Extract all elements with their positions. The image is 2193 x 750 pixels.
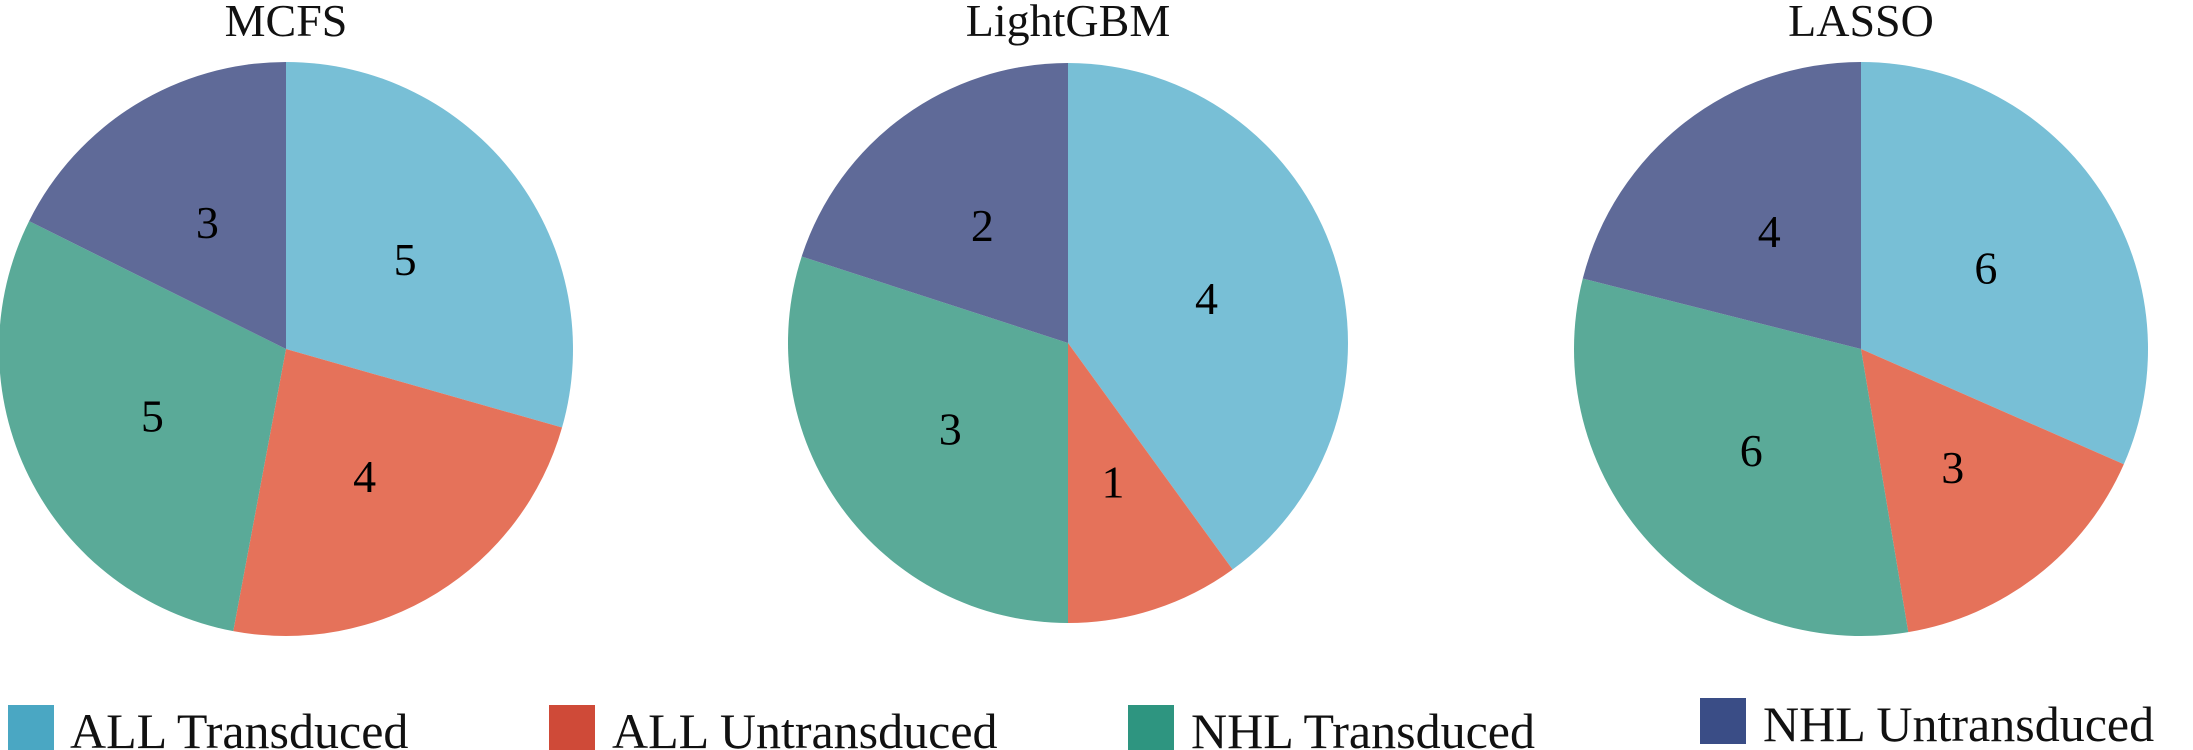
slice-nhl-untransduced xyxy=(29,62,287,349)
slice-value-label: 4 xyxy=(1758,206,1781,257)
slice-all-transduced xyxy=(286,62,573,428)
pie-slices: 6 3 6 4 xyxy=(1573,61,2149,637)
slice-value-label: 4 xyxy=(1195,273,1218,324)
slice-nhl-transduced xyxy=(1573,278,1909,637)
slice-nhl-untransduced xyxy=(1582,62,1861,349)
slice-value-label: 1 xyxy=(1102,457,1125,508)
legend-label: NHL Transduced xyxy=(1191,703,1535,750)
chart-title: MCFS xyxy=(225,0,348,46)
pie-slices: 5 4 5 3 xyxy=(0,62,573,636)
pie-chart-lightgbm: LightGBM 4 1 3 2 xyxy=(787,0,1348,623)
slice-value-label: 3 xyxy=(1941,442,1964,493)
legend-swatch xyxy=(8,705,54,750)
slice-value-label: 5 xyxy=(394,234,417,285)
slice-all-transduced xyxy=(1068,63,1348,570)
slice-all-untransduced xyxy=(233,349,563,636)
slice-all-untransduced xyxy=(1861,349,2124,633)
slice-nhl-untransduced xyxy=(801,63,1068,343)
pie-charts-group: MCFS 5 4 5 3 LightGBM 4 1 3 2 LASSO 6 3 6 4 xyxy=(0,0,2149,637)
slice-value-label: 4 xyxy=(353,451,376,502)
legend-swatch xyxy=(549,705,595,750)
slice-value-label: 6 xyxy=(1974,242,1997,293)
chart-title: LASSO xyxy=(1788,0,1934,46)
pie-chart-lasso: LASSO 6 3 6 4 xyxy=(1573,0,2149,637)
slice-value-label: 3 xyxy=(939,404,962,455)
slice-nhl-transduced xyxy=(787,256,1068,623)
legend-item-all-transduced: ALL Transduced xyxy=(8,703,408,750)
legend-swatch xyxy=(1128,705,1174,750)
pie-slices: 4 1 3 2 xyxy=(787,63,1348,623)
legend-label: ALL Transduced xyxy=(70,703,408,750)
pie-chart-mcfs: MCFS 5 4 5 3 xyxy=(0,0,573,636)
slice-value-label: 2 xyxy=(971,200,994,251)
chart-title: LightGBM xyxy=(966,0,1170,46)
legend-label: NHL Untransduced xyxy=(1763,696,2154,750)
legend-item-nhl-untransduced: NHL Untransduced xyxy=(1700,696,2154,750)
legend-item-nhl-transduced: NHL Transduced xyxy=(1128,703,1535,750)
slice-value-label: 3 xyxy=(196,197,219,248)
legend: ALL Transduced ALL Untransduced NHL Tran… xyxy=(8,696,2154,750)
slice-value-label: 5 xyxy=(141,391,164,442)
legend-label: ALL Untransduced xyxy=(612,703,998,750)
slice-all-untransduced xyxy=(1068,343,1233,623)
legend-swatch xyxy=(1700,698,1746,744)
slice-value-label: 6 xyxy=(1740,425,1763,476)
slice-all-transduced xyxy=(1861,61,2149,465)
legend-item-all-untransduced: ALL Untransduced xyxy=(549,703,998,750)
slice-nhl-transduced xyxy=(0,221,286,632)
